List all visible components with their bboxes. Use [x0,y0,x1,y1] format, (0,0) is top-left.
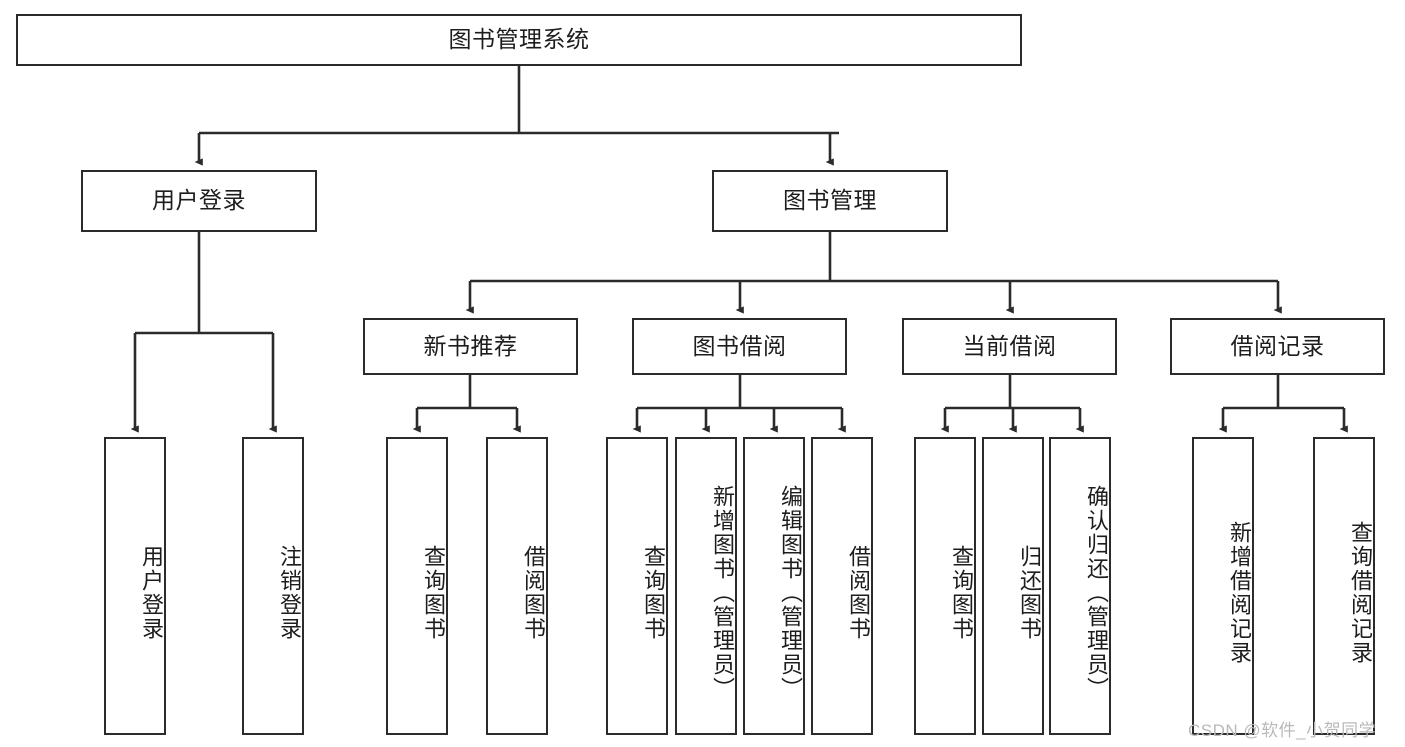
csdn-watermark: CSDN @软件_小贺同学 [1188,721,1377,740]
node-leaf-user-logout[interactable]: 注销登录 [242,437,304,735]
node-leaf-confirm-return-admin[interactable]: 确认归还（管理员） [1049,437,1111,735]
node-leaf-add-book-admin[interactable]: 新增图书（管理员） [675,437,737,735]
node-leaf-edit-book-admin[interactable]: 编辑图书（管理员） [743,437,805,735]
node-level2-book-management[interactable]: 图书管理 [712,170,948,232]
node-level3-current-borrow[interactable]: 当前借阅 [902,318,1117,375]
node-leaf-borrow-book[interactable]: 借阅图书 [811,437,873,735]
node-level3-borrow-record[interactable]: 借阅记录 [1170,318,1385,375]
node-level2-user-login[interactable]: 用户登录 [81,170,317,232]
node-leaf-borrow-book-recommend[interactable]: 借阅图书 [486,437,548,735]
node-leaf-add-borrow-record[interactable]: 新增借阅记录 [1192,437,1254,735]
node-leaf-query-book-borrow[interactable]: 查询图书 [606,437,668,735]
node-root[interactable]: 图书管理系统 [16,14,1022,66]
node-level3-book-borrow[interactable]: 图书借阅 [632,318,847,375]
node-leaf-query-borrow-record[interactable]: 查询借阅记录 [1313,437,1375,735]
node-leaf-return-book[interactable]: 归还图书 [982,437,1044,735]
node-leaf-query-book-current[interactable]: 查询图书 [914,437,976,735]
node-leaf-query-book-recommend[interactable]: 查询图书 [386,437,448,735]
node-level3-new-book-recommend[interactable]: 新书推荐 [363,318,578,375]
node-leaf-user-login[interactable]: 用户登录 [104,437,166,735]
